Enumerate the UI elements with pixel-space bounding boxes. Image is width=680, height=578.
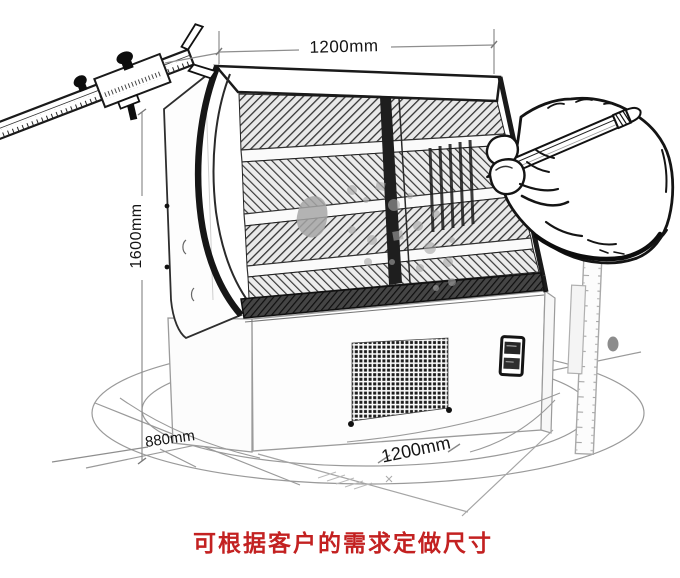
watermark-smudge: [296, 181, 456, 291]
dim-bottom-width-lines: [257, 429, 554, 517]
dim-top-width-lines: [164, 29, 498, 74]
pencil-eraser: [624, 106, 642, 124]
glass-display-section: [163, 64, 549, 340]
floor-ellipse-overlap-arcs: [119, 392, 561, 459]
dim-height-lines: [137, 108, 147, 465]
control-panel: [498, 335, 526, 377]
base-cabinet: [167, 289, 556, 453]
dim-top-width-label: 1200mm: [309, 36, 379, 57]
dim-depth-lines: [51, 446, 197, 468]
floor-sketch-hatching: [317, 471, 393, 490]
hand-pencil-illustration: [485, 96, 675, 265]
thumb: [488, 158, 526, 196]
vertical-ruler: [567, 221, 619, 456]
ventilation-grille: [351, 337, 449, 422]
counter-band: [240, 272, 545, 319]
dim-height-label: 1600mm: [128, 203, 145, 269]
dimension-lines: [51, 29, 554, 517]
customization-note: 可根据客户的需求定做尺寸: [193, 530, 493, 556]
vernier-caliper: [0, 23, 217, 147]
